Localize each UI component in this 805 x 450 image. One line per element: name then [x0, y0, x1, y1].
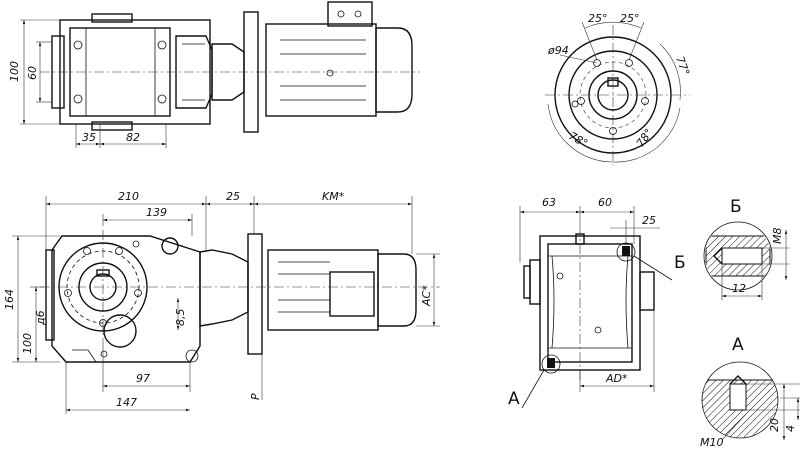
dim-front-base-b: 147 — [116, 396, 137, 409]
dim-end-diameter: ø94 — [547, 44, 569, 57]
callout-label-b: Б — [674, 253, 686, 273]
dim-end-angle-right: 25° — [620, 12, 640, 25]
dim-front-height-axis-sub: д6 — [34, 310, 47, 326]
dim-side-width-right: 60 — [598, 196, 612, 209]
detail-b-title: Б — [730, 197, 742, 217]
detail-a: A 20 4 M10 — [700, 335, 800, 449]
dim-front-flange-label: P — [249, 393, 262, 400]
dim-end-angle-side: 77° — [673, 55, 692, 78]
dim-side-width-left: 63 — [542, 196, 556, 209]
dim-detail-a-depth-a: 20 — [768, 418, 781, 432]
dim-detail-b-depth: 12 — [732, 282, 746, 295]
dim-front-height-axis: 100 — [21, 333, 34, 354]
dim-end-angle-left: 25° — [588, 12, 608, 25]
front-view: 210 25 KM* 139 164 100 д6 8,5 97 147 AC*… — [3, 190, 440, 414]
dim-front-motor-gap: 25 — [226, 190, 240, 203]
dim-front-motor-length: KM* — [322, 190, 345, 203]
dim-side-width-small: 25 — [642, 214, 656, 227]
dim-end-angle-br: 78° — [634, 126, 656, 149]
detail-b: Б M8 12 — [703, 197, 790, 300]
dim-front-length-total: 210 — [118, 190, 139, 203]
side-view: 63 60 25 AD* Б A — [508, 196, 686, 409]
top-view: 100 60 35 82 — [8, 1, 420, 148]
dim-front-motor-height: AC* — [420, 285, 433, 307]
detail-a-title: A — [732, 335, 744, 355]
dim-top-height-outer: 100 — [8, 61, 21, 82]
dim-detail-a-thread: M10 — [700, 436, 724, 449]
dim-detail-a-depth-b: 4 — [784, 425, 797, 432]
dim-front-length-inner: 139 — [146, 206, 167, 219]
dim-side-motor-dim: AD* — [605, 372, 628, 385]
dim-top-offset-a: 35 — [82, 131, 96, 144]
dim-front-base-a: 97 — [136, 372, 150, 385]
callout-label-a: A — [508, 389, 520, 409]
dim-top-height-inner: 60 — [26, 66, 39, 80]
end-view: 25° 25° ø94 77° 78° 78° — [545, 12, 692, 165]
dim-detail-b-thread: M8 — [771, 228, 784, 245]
dim-front-key-offset: 8,5 — [174, 309, 187, 327]
dim-front-height-total: 164 — [3, 289, 16, 310]
dim-top-offset-b: 82 — [126, 131, 140, 144]
